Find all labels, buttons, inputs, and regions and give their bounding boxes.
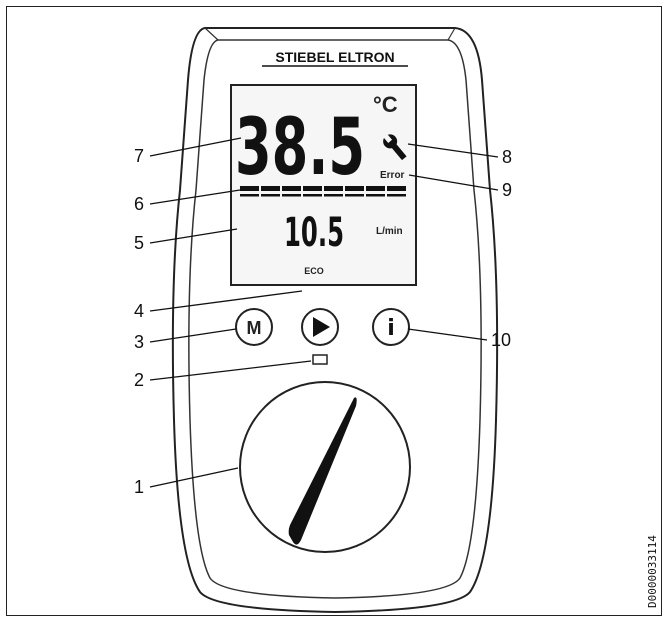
brand-logo: STIEBEL ELTRON xyxy=(275,49,394,65)
temperature-bar xyxy=(240,186,406,197)
flow-unit: L/min xyxy=(376,226,403,237)
play-button[interactable] xyxy=(301,308,339,346)
callout-9: 9 xyxy=(502,180,512,200)
figure-frame xyxy=(6,6,662,616)
bevel-line xyxy=(447,27,456,41)
status-led xyxy=(312,354,328,365)
device-housing-outer xyxy=(171,27,499,614)
device-housing-inner xyxy=(188,39,482,599)
m-button[interactable]: M xyxy=(235,308,273,346)
m-button-label: M xyxy=(247,318,262,338)
info-button[interactable]: i xyxy=(372,308,410,346)
bevel-line xyxy=(204,27,219,41)
callout-3: 3 xyxy=(134,332,144,352)
callout-2: 2 xyxy=(134,370,144,390)
knob-pointer xyxy=(288,397,357,545)
callout-8: 8 xyxy=(502,147,512,167)
lcd-display xyxy=(230,84,417,286)
document-id: D0000033114 xyxy=(646,535,659,608)
callout-6: 6 xyxy=(134,194,144,214)
callout-lines xyxy=(149,137,499,488)
callout-1: 1 xyxy=(134,477,144,497)
temperature-readout: 38.5 xyxy=(235,103,365,193)
callout-5: 5 xyxy=(134,233,144,253)
play-icon xyxy=(313,317,330,337)
flow-readout: 10.5 xyxy=(284,210,344,256)
temperature-unit: °C xyxy=(373,92,398,117)
info-icon: i xyxy=(387,316,395,341)
callout-7: 7 xyxy=(134,146,144,166)
error-indicator: Error xyxy=(380,170,405,181)
wrench-icon xyxy=(382,132,407,161)
callout-4: 4 xyxy=(134,301,144,321)
eco-indicator: ECO xyxy=(304,266,324,276)
temperature-knob[interactable] xyxy=(239,381,411,553)
callout-10: 10 xyxy=(491,330,511,350)
